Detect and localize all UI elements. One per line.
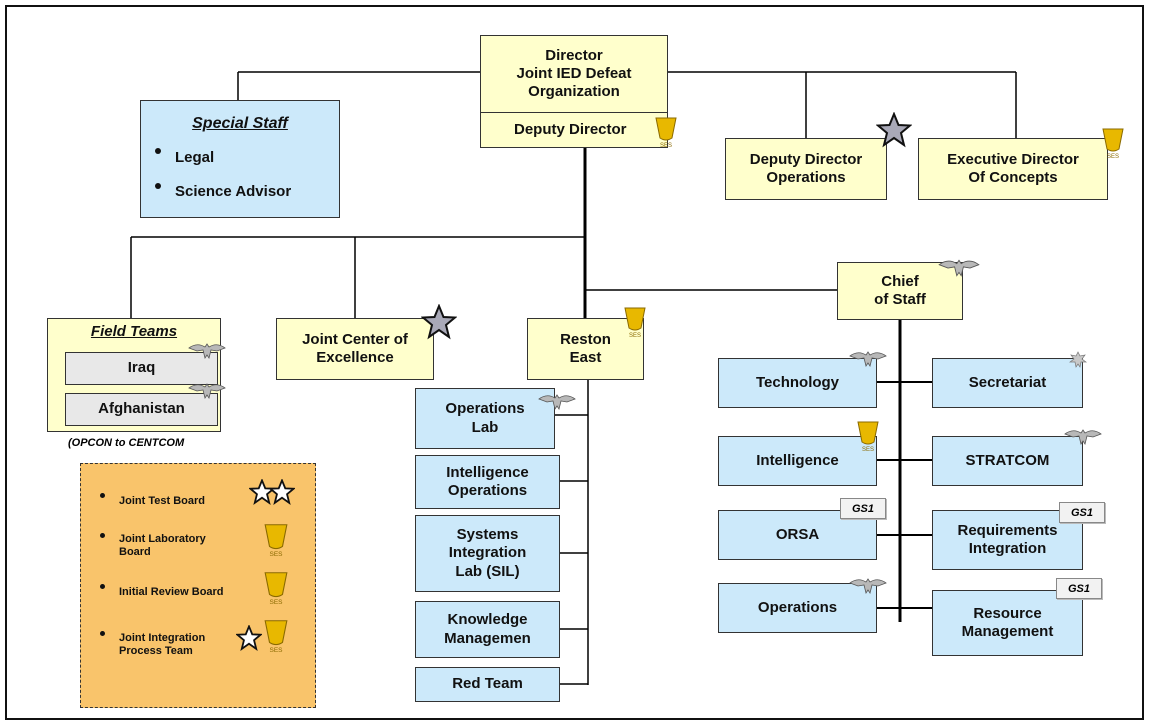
reston-east-box: Reston East — [527, 318, 644, 380]
board-joint-lab: Joint Laboratory Board — [119, 533, 206, 559]
slide-frame — [5, 5, 1144, 720]
star-icon — [421, 304, 457, 340]
staff-requirements-integration: Requirements Integration — [932, 510, 1083, 570]
gs1-tag: GS1 — [1059, 502, 1105, 523]
bullet-icon — [155, 148, 161, 154]
svg-text:SES: SES — [269, 599, 283, 606]
special-staff-box: Special Staff Legal Science Advisor — [140, 100, 340, 218]
eagle-icon — [938, 259, 980, 277]
field-teams-title: Field Teams — [90, 323, 178, 340]
gs1-tag: GS1 — [840, 498, 886, 519]
special-staff-item-legal: Legal — [175, 149, 215, 166]
ses-badge-icon: SES — [655, 117, 677, 149]
ses-badge-icon: SES — [1102, 128, 1124, 160]
eagle-icon — [1064, 429, 1102, 445]
staff-resource-management: Resource Management — [932, 590, 1083, 656]
eagle-icon — [538, 394, 576, 410]
gs1-tag: GS1 — [1056, 578, 1102, 599]
eagle-icon — [188, 343, 226, 359]
svg-text:SES: SES — [629, 333, 641, 339]
iraq-box: Iraq — [65, 352, 218, 385]
eagle-icon — [849, 351, 887, 367]
oak-leaf-icon — [1069, 351, 1087, 368]
bullet-icon — [100, 631, 105, 636]
ses-badge-icon: SES — [264, 572, 288, 606]
staff-operations: Operations — [718, 583, 877, 633]
board-joint-test: Joint Test Board — [119, 495, 205, 507]
svg-text:SES: SES — [269, 551, 283, 558]
bullet-icon — [100, 533, 105, 538]
staff-secretariat: Secretariat — [932, 358, 1083, 408]
ses-badge-icon: SES — [264, 524, 288, 558]
opcon-note: (OPCON to CENTCOM — [68, 437, 185, 449]
eagle-icon — [849, 578, 887, 594]
ses-badge-icon: SES — [624, 307, 646, 339]
svg-text:SES: SES — [1107, 154, 1119, 160]
staff-stratcom: STRATCOM — [932, 436, 1083, 486]
deputy-director-box: Deputy Director — [480, 112, 668, 148]
special-staff-item-science: Science Advisor — [175, 183, 292, 200]
board-initial-review: Initial Review Board — [119, 586, 224, 598]
afghanistan-box: Afghanistan — [65, 393, 218, 426]
staff-intelligence: Intelligence — [718, 436, 877, 486]
bullet-icon — [155, 183, 161, 189]
star-icon — [876, 112, 912, 148]
unit-operations-lab: Operations Lab — [415, 388, 555, 449]
ses-badge-icon: SES — [857, 421, 879, 453]
svg-text:SES: SES — [660, 143, 672, 149]
board-jipt: Joint Integration Process Team — [119, 632, 206, 658]
bullet-icon — [100, 493, 105, 498]
ses-badge-icon: SES — [264, 620, 288, 654]
director-box: Director Joint IED Defeat Organization — [480, 35, 668, 113]
unit-red-team: Red Team — [415, 667, 560, 702]
unit-sil: Systems Integration Lab (SIL) — [415, 515, 560, 592]
svg-text:SES: SES — [862, 447, 874, 453]
staff-technology: Technology — [718, 358, 877, 408]
star-icon — [269, 479, 295, 505]
svg-text:SES: SES — [269, 647, 283, 654]
executive-director-box: Executive Director Of Concepts — [918, 138, 1108, 200]
chief-of-staff-box: Chief of Staff — [837, 262, 963, 320]
unit-intelligence-operations: Intelligence Operations — [415, 455, 560, 509]
special-staff-title: Special Staff — [192, 115, 288, 132]
star-icon — [236, 625, 262, 651]
eagle-icon — [188, 383, 226, 399]
jce-box: Joint Center of Excellence — [276, 318, 434, 380]
bullet-icon — [100, 584, 105, 589]
unit-knowledge-management: Knowledge Managemen — [415, 601, 560, 658]
dd-operations-box: Deputy Director Operations — [725, 138, 887, 200]
